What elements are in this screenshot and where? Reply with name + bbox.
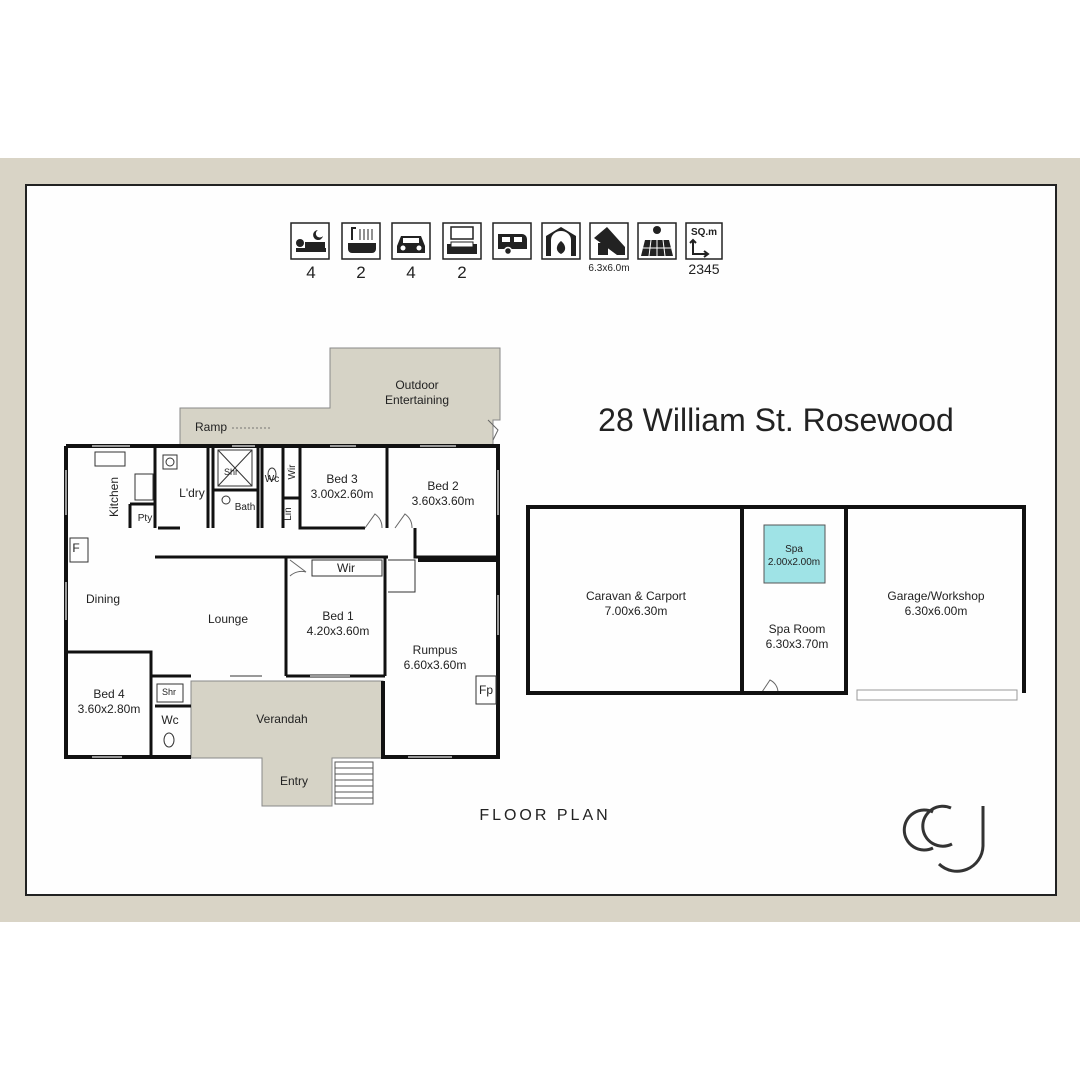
property-address: 28 William St. Rosewood bbox=[598, 402, 954, 438]
spa-room-size: 6.30x3.70m bbox=[766, 637, 829, 651]
main-house: Outdoor Entertaining Ramp Kitchen Pty L'… bbox=[64, 347, 779, 807]
garage-size: 6.30x6.00m bbox=[905, 604, 968, 618]
windows bbox=[65, 445, 499, 758]
spa-pool bbox=[763, 524, 826, 584]
room-bed1-size: 4.20x3.60m bbox=[307, 624, 370, 638]
brand-logo bbox=[902, 804, 985, 873]
sqm-value: 2345 bbox=[688, 261, 719, 277]
room-wc-1: Wc bbox=[265, 474, 279, 485]
shed-size: 6.3x6.0m bbox=[588, 263, 629, 274]
outdoor-entertaining-area bbox=[179, 347, 501, 447]
spa-size: 2.00x2.00m bbox=[768, 557, 820, 568]
living-count: 2 bbox=[457, 263, 466, 282]
room-bed1-name: Bed 1 bbox=[322, 609, 354, 623]
spa-room-name: Spa Room bbox=[769, 622, 826, 636]
sqm-icon: SQ.m bbox=[685, 222, 723, 260]
bath-count: 2 bbox=[356, 263, 365, 282]
room-bed3-name: Bed 3 bbox=[326, 472, 358, 486]
car-icon bbox=[391, 222, 431, 260]
caravan-icon bbox=[492, 222, 532, 260]
room-rumpus-size: 6.60x3.60m bbox=[404, 658, 467, 672]
solar-panel-icon bbox=[637, 222, 677, 260]
bath-icon bbox=[341, 222, 381, 260]
room-wc-2: Wc bbox=[161, 713, 178, 727]
room-bed2-name: Bed 2 bbox=[427, 479, 459, 493]
room-shower-2: Shr bbox=[162, 687, 176, 697]
room-fireplace: Fp bbox=[479, 683, 493, 697]
room-bed2-size: 3.60x3.60m bbox=[412, 494, 475, 508]
room-fridge: F bbox=[72, 541, 79, 555]
room-outdoor-line1: Outdoor bbox=[395, 378, 438, 392]
bed-icon bbox=[290, 222, 330, 260]
car-count: 4 bbox=[406, 263, 415, 282]
room-bed4-size: 3.60x2.80m bbox=[78, 702, 141, 716]
room-lounge: Lounge bbox=[208, 612, 248, 626]
room-dining: Dining bbox=[86, 592, 120, 606]
living-room-icon bbox=[442, 222, 482, 260]
room-kitchen: Kitchen bbox=[107, 477, 121, 517]
room-wir-1: Wir bbox=[287, 464, 298, 480]
feature-icons: SQ.m 4 2 4 2 6.3x6.0m 2345 bbox=[290, 222, 723, 282]
spa-name: Spa bbox=[785, 544, 803, 555]
garage-name: Garage/Workshop bbox=[887, 589, 984, 603]
room-laundry: L'dry bbox=[179, 486, 205, 500]
room-ramp: Ramp bbox=[195, 420, 227, 434]
room-bed4-name: Bed 4 bbox=[93, 687, 125, 701]
garage-door bbox=[856, 689, 1018, 701]
room-linen: Lin bbox=[283, 507, 294, 520]
interior-walls bbox=[66, 446, 498, 757]
room-rumpus-name: Rumpus bbox=[413, 643, 458, 657]
room-entry: Entry bbox=[280, 774, 308, 788]
caravan-name: Caravan & Carport bbox=[586, 589, 687, 603]
room-shower-1: Shr bbox=[224, 467, 238, 477]
caravan-size: 7.00x6.30m bbox=[605, 604, 668, 618]
bed-count: 4 bbox=[306, 263, 315, 282]
outbuildings: Caravan & Carport 7.00x6.30m Spa 2.00x2.… bbox=[526, 505, 1026, 701]
sqm-label: SQ.m bbox=[691, 227, 717, 238]
plan-card bbox=[25, 184, 1057, 896]
garage-workshop bbox=[844, 505, 1026, 693]
room-bed3-size: 3.00x2.60m bbox=[311, 487, 374, 501]
room-verandah: Verandah bbox=[256, 712, 307, 726]
fixtures bbox=[69, 449, 497, 748]
doors bbox=[289, 419, 779, 693]
entry-steps bbox=[334, 761, 374, 805]
room-pantry: Pty bbox=[138, 513, 152, 524]
room-wir-2: Wir bbox=[337, 561, 355, 575]
shed-icon bbox=[589, 222, 629, 260]
floor-plan-label: FLOOR PLAN bbox=[479, 807, 610, 824]
fireplace-icon bbox=[541, 222, 581, 260]
room-bath: Bath bbox=[235, 502, 256, 513]
room-outdoor-line2: Entertaining bbox=[385, 393, 449, 407]
